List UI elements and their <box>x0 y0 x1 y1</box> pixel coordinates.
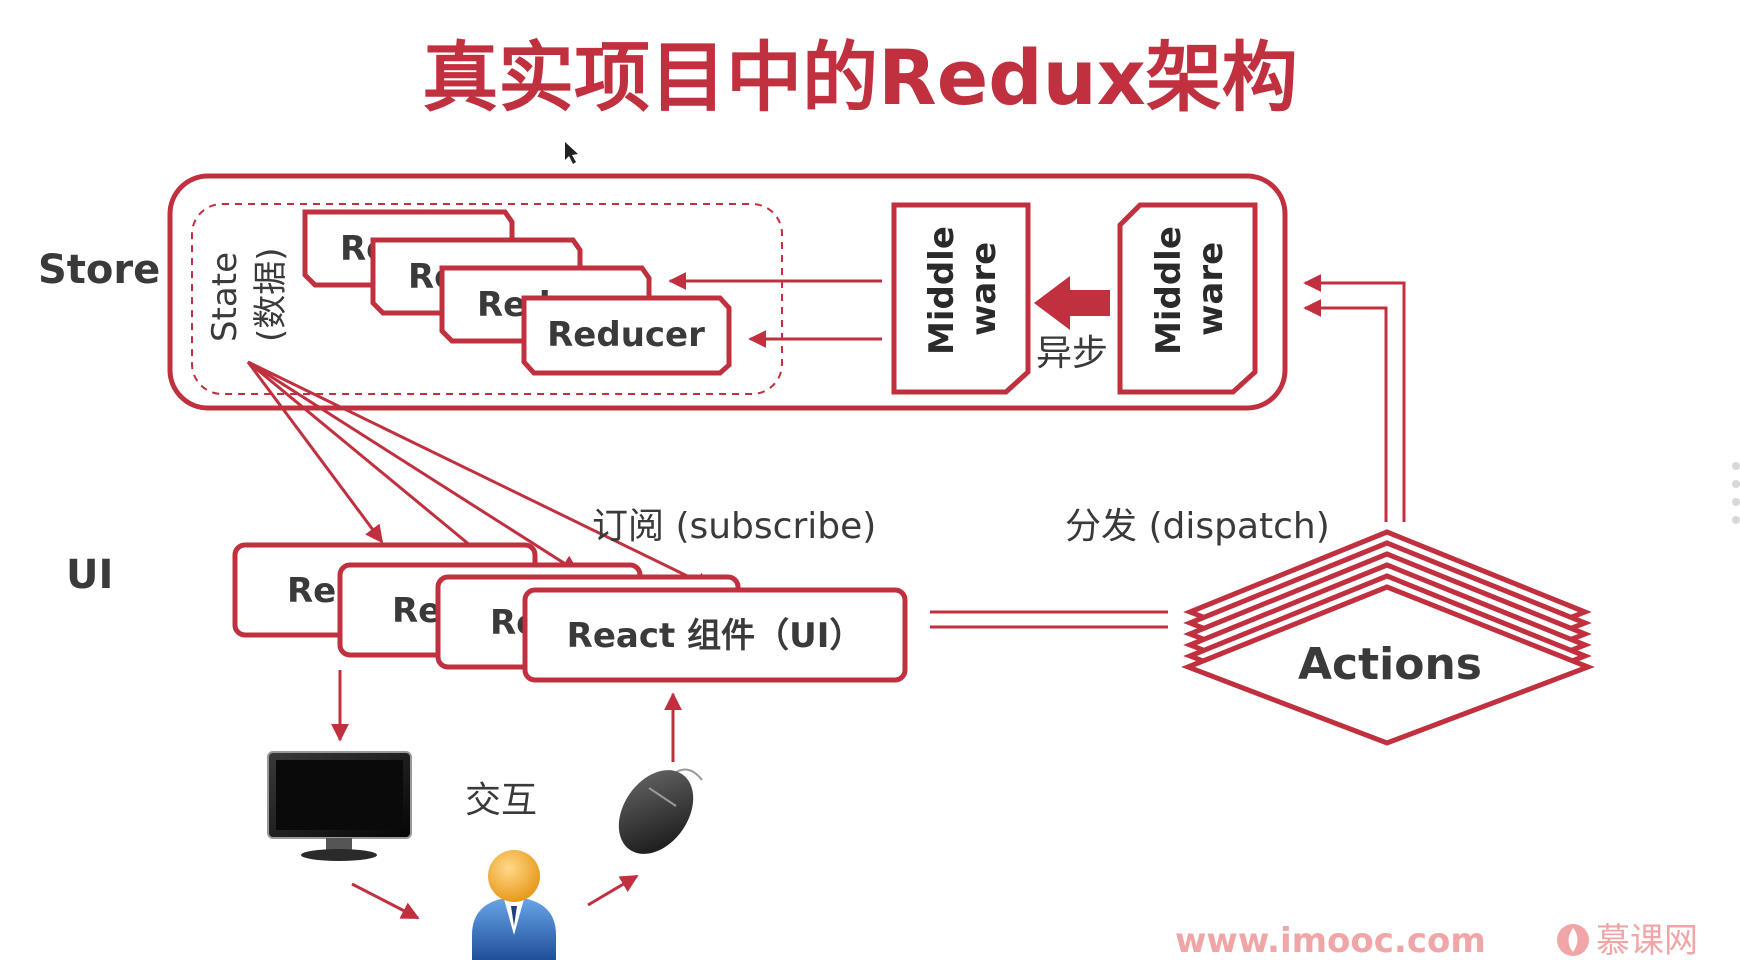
brand-icon <box>1557 924 1589 956</box>
store-label: Store <box>38 247 160 293</box>
middleware-box-right: Middle ware <box>1117 202 1258 395</box>
state-sub-label-text: (数据) <box>251 247 291 342</box>
async-arrow <box>1034 276 1110 330</box>
component-label-1: Re <box>287 571 336 611</box>
monitor-icon <box>267 751 412 861</box>
middleware-left-line2: ware <box>964 242 1004 336</box>
reducer-label-front: Reducer <box>547 315 705 355</box>
subscribe-arrow-4 <box>247 360 714 590</box>
async-label: 异步 <box>1036 333 1108 374</box>
actions-label: Actions <box>1298 639 1482 690</box>
subscribe-arrow-1 <box>246 361 384 544</box>
watermark-site: www.imooc.com <box>1175 921 1486 960</box>
state-region <box>191 203 783 395</box>
cursor-icon <box>565 142 578 164</box>
state-sub-label: (数据) <box>251 247 291 342</box>
subscribe-label: 订阅 (subscribe) <box>592 506 876 547</box>
actions-to-store-arrow-1 <box>1303 274 1406 522</box>
subscribe-arrow-2 <box>247 360 490 562</box>
scroll-indicator[interactable] <box>1732 462 1740 524</box>
subscribe-arrow-3 <box>247 360 580 574</box>
actions-stack: Actions <box>1181 529 1595 746</box>
user-to-mouse-arrow <box>587 874 639 907</box>
middleware-left-line1: Middle <box>922 226 962 355</box>
mouse-icon <box>618 768 703 854</box>
reducer-box-front: Reducer <box>521 295 732 376</box>
state-label: State <box>205 252 245 342</box>
watermark-brand: 慕课网 <box>1596 921 1698 960</box>
middleware-box-left: Middle ware <box>891 202 1031 395</box>
dispatch-label: 分发 (dispatch) <box>1065 506 1330 547</box>
monitor-to-user-arrow <box>351 882 420 920</box>
component-box-front: React 组件（UI） <box>522 587 908 683</box>
ui-label: UI <box>66 552 113 598</box>
component-label-2: Re <box>392 591 441 631</box>
component-label-front: React 组件（UI） <box>567 616 864 656</box>
page-title: 真实项目中的Redux架构 <box>422 33 1298 122</box>
interaction-label: 交互 <box>465 780 537 821</box>
state-label-text: State <box>205 252 245 342</box>
middleware-right-line2: ware <box>1191 242 1231 336</box>
middleware-right-line1: Middle <box>1149 226 1189 355</box>
user-icon <box>472 850 556 960</box>
actions-to-store-arrow-2 <box>1303 299 1388 522</box>
